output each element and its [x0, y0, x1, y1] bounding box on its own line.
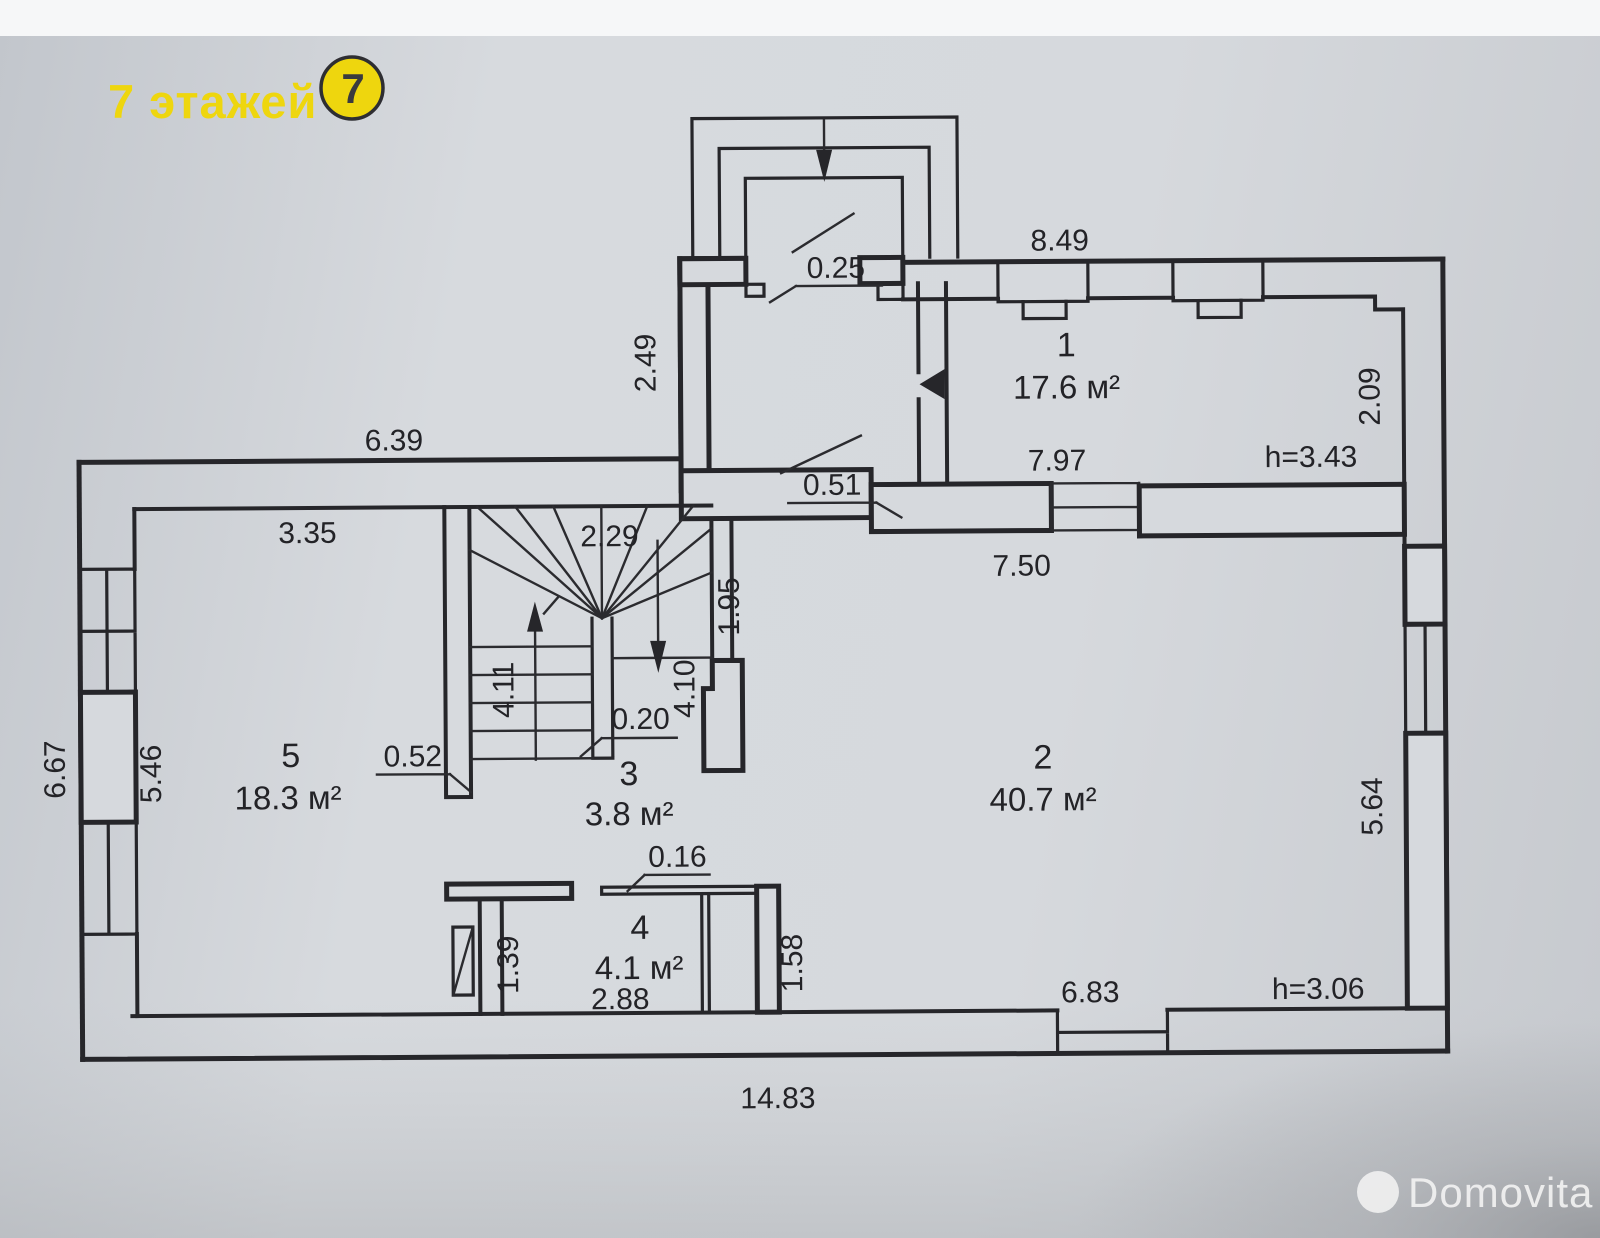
dim-room5-top: 3.35 [278, 517, 337, 550]
walls [76, 115, 1451, 1062]
watermark-text: Domovita [1408, 1169, 1593, 1216]
room2-area: 40.7 м² [989, 780, 1096, 818]
vent-shaft [451, 925, 475, 997]
dim-room5-door-wall: 0.52 [384, 740, 443, 773]
stairs-up-arrow-icon [527, 601, 544, 632]
room1-area: 17.6 м² [1013, 368, 1120, 406]
room4-walls [444, 880, 782, 1016]
dim-bottom-window: 6.83 [1061, 976, 1120, 1009]
photo-shadow-corner [900, 950, 1600, 1238]
room2-right-wall [1402, 532, 1450, 1011]
dim-hall-opening: 0.51 [803, 469, 862, 502]
room3-room2-wall [700, 516, 746, 774]
room5-number: 5 [281, 737, 300, 775]
dim-left-wall-outer: 6.67 [39, 740, 72, 799]
dim-left-wing-top: 6.39 [365, 424, 424, 457]
dim-room1-bottom: 7.97 [1028, 444, 1087, 477]
room5-stairs-wall [442, 505, 474, 800]
dim-porch-wall: 0.25 [807, 252, 866, 285]
agency-logo: 7 этажей 7 [108, 55, 385, 128]
dim-room4-width: 2.88 [591, 983, 650, 1016]
dim-niche-left: 1.39 [492, 935, 525, 994]
straight-treads [468, 645, 714, 761]
room4-area: 4.1 м² [595, 949, 684, 987]
dim-room2-top: 7.50 [992, 549, 1051, 582]
watermark-logo-icon [1357, 1171, 1399, 1213]
dim-room5-side: 5.46 [135, 745, 168, 804]
dim-room1-side: 2.09 [1353, 367, 1386, 426]
stair-direction-arrows [527, 539, 667, 761]
dim-room1-height: h=3.43 [1265, 441, 1358, 475]
dim-stairs-divider: 0.20 [611, 703, 670, 736]
room3-number: 3 [619, 755, 638, 793]
room1-top-wall [901, 258, 1407, 484]
room2-number: 2 [1033, 738, 1052, 776]
dim-stairs-left: 4.11 [487, 662, 520, 718]
dim-stairs-right: 4.10 [668, 659, 701, 718]
dim-hall-side: 2.49 [629, 334, 662, 393]
dimension-leaders [375, 212, 904, 893]
agency-logo-text: 7 этажей [108, 75, 317, 128]
room4-number: 4 [630, 909, 649, 947]
hall-door-arrow-icon [919, 369, 945, 400]
room3-area: 3.8 м² [585, 795, 674, 833]
bottom-wall [130, 1006, 1410, 1056]
room1-number: 1 [1057, 326, 1076, 364]
dim-building-width: 14.83 [740, 1082, 815, 1115]
photo-edge-top [0, 0, 1600, 36]
entrance-porch [690, 115, 960, 261]
dim-niche-right: 1.58 [776, 934, 809, 993]
hall-walls [677, 254, 950, 494]
dim-room2-height: h=3.06 [1272, 973, 1365, 1007]
dim-room1-top: 8.49 [1030, 224, 1089, 257]
room5-area: 18.3 м² [234, 779, 341, 817]
watermark: Domovita [1357, 1169, 1593, 1216]
left-wall [77, 507, 140, 1019]
agency-logo-badge-icon [319, 55, 385, 121]
room1-room2-wall [678, 467, 1408, 539]
dim-room2-left-upper: 1.95 [713, 577, 746, 636]
agency-logo-badge-digit: 7 [341, 65, 364, 112]
stairs-down-arrow-icon [650, 640, 667, 673]
dim-room2-right: 5.64 [1356, 777, 1389, 836]
entry-door-arrow-icon [816, 149, 833, 182]
staircase [467, 503, 714, 761]
room-labels: 1 17.6 м² 2 40.7 м² 3 3.8 м² 4 4.1 м² 5 … [234, 326, 1120, 987]
dimension-labels: 0.25 2.49 8.49 2.09 h=3.43 7.97 7.50 6.3… [39, 224, 1390, 1115]
dim-stairs-top: 2.29 [580, 520, 639, 553]
dim-room4-wall-thin: 0.16 [648, 841, 707, 874]
